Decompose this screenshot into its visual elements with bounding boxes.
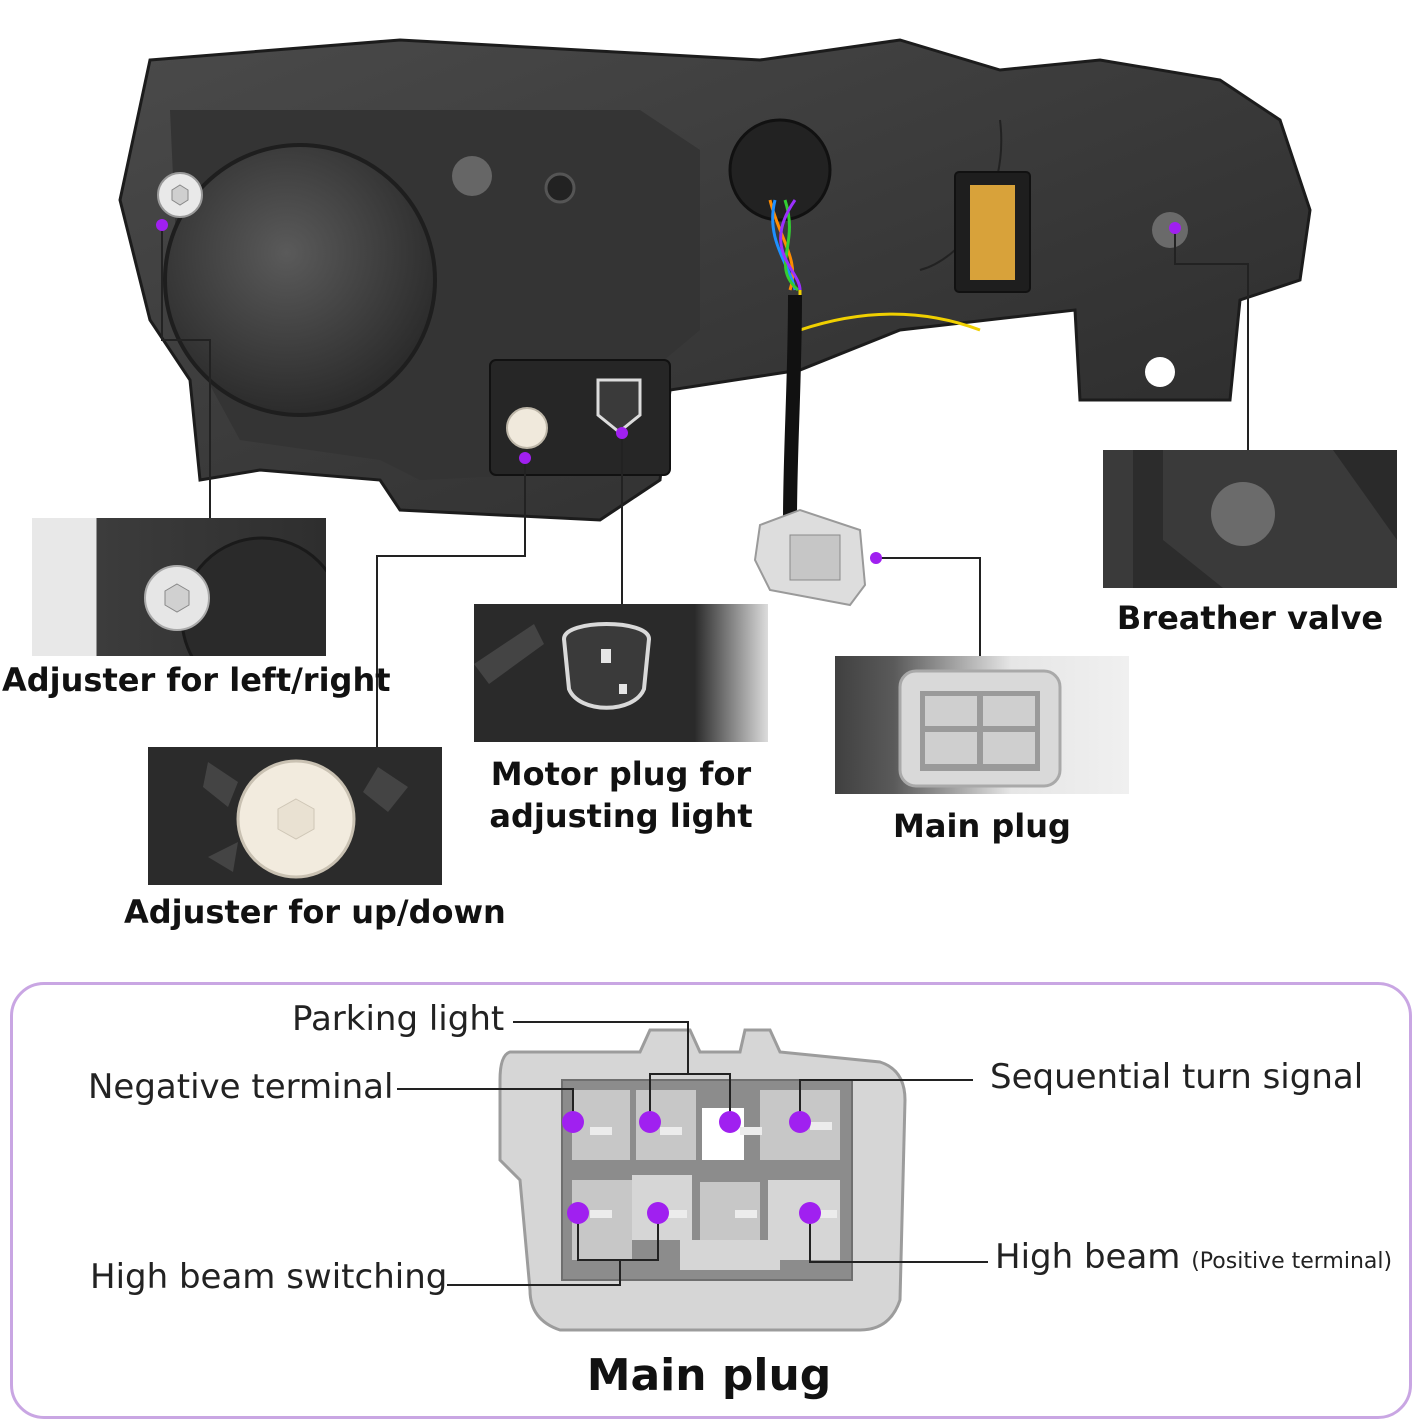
pin-marker — [639, 1111, 661, 1133]
pin-marker — [567, 1202, 589, 1224]
up-down-adjuster-knob — [506, 407, 548, 449]
main-plug-pinout-diagram — [397, 1021, 988, 1332]
pin-marker — [647, 1202, 669, 1224]
pin-marker — [799, 1202, 821, 1224]
callout-lines — [156, 219, 1249, 747]
bulb-socket — [728, 118, 832, 222]
high-beam-note: (Positive terminal) — [1191, 1249, 1393, 1274]
adjuster-up-down-label: Adjuster for up/down — [124, 893, 506, 931]
high-beam-text: High beam — [995, 1237, 1181, 1277]
main-plug-connector-illustration — [753, 508, 867, 607]
adjuster-up-down-photo — [148, 747, 442, 885]
high-beam-switching-label: High beam switching — [90, 1257, 448, 1297]
pin-marker — [562, 1111, 584, 1133]
breather-valve-photo — [1103, 450, 1397, 588]
motor-plug-label-line1: Motor plug for — [490, 755, 752, 793]
adjuster-left-right-label: Adjuster for left/right — [2, 661, 391, 699]
negative-terminal-label: Negative terminal — [88, 1067, 394, 1107]
marker-dot — [519, 452, 531, 464]
dust-cap — [163, 143, 437, 417]
sequential-turn-signal-label: Sequential turn signal — [990, 1057, 1364, 1097]
pin-marker — [719, 1111, 741, 1133]
main-plug-pinout-panel — [10, 982, 1412, 1419]
main-plug-photo — [835, 656, 1129, 794]
motor-plug-photo — [474, 604, 768, 742]
main-plug-label: Main plug — [893, 807, 1071, 845]
pin-marker — [789, 1111, 811, 1133]
parking-light-label: Parking light — [292, 999, 505, 1039]
adjuster-left-right-photo — [32, 518, 326, 656]
breather-valve-label: Breather valve — [1116, 599, 1384, 637]
high-beam-label: High beam (Positive terminal) — [995, 1237, 1392, 1277]
motor-plug-label: Motor plug for adjusting light — [474, 754, 768, 837]
marker-dot — [870, 552, 882, 564]
marker-dot — [156, 219, 168, 231]
headlight-illustration — [118, 38, 1312, 522]
marker-dot — [1169, 222, 1181, 234]
pinout-title: Main plug — [586, 1350, 832, 1401]
motor-plug-label-line2: adjusting light — [489, 796, 753, 835]
marker-dot — [616, 427, 628, 439]
